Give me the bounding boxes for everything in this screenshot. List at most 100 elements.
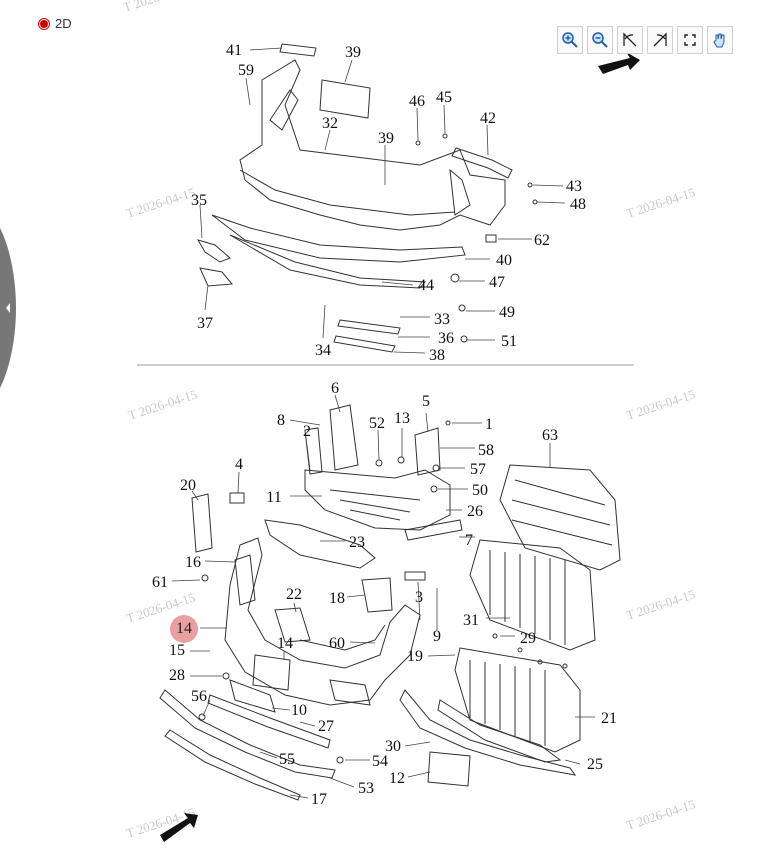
- front-callout-5[interactable]: 5: [422, 393, 430, 410]
- selected-callout-label: 14: [176, 620, 192, 637]
- view-mode-label: 2D: [55, 16, 72, 31]
- pointer-arrow-icon: [598, 52, 640, 74]
- rear-callout-37[interactable]: 37: [197, 315, 213, 332]
- zoom-out-icon: [592, 32, 608, 48]
- front-callout-55[interactable]: 55: [279, 751, 295, 768]
- front-callout-4[interactable]: 4: [235, 456, 243, 473]
- selected-callout-14[interactable]: 14: [170, 615, 198, 643]
- zoom-in-button[interactable]: [557, 26, 583, 54]
- front-callout-13[interactable]: 13: [394, 410, 410, 427]
- front-callout-12[interactable]: 12: [389, 770, 405, 787]
- rear-callout-62[interactable]: 62: [534, 232, 550, 249]
- rotate-left-button[interactable]: [617, 26, 643, 54]
- rotate-right-button[interactable]: [647, 26, 673, 54]
- rear-callout-47[interactable]: 47: [489, 274, 505, 291]
- front-callout-2[interactable]: 2: [303, 423, 311, 440]
- chrome-grille-part: [469, 539, 596, 651]
- front-callout-18[interactable]: 18: [329, 590, 345, 607]
- front-callout-63[interactable]: 63: [542, 427, 558, 444]
- fit-screen-button[interactable]: [677, 26, 703, 54]
- front-callout-50[interactable]: 50: [472, 482, 488, 499]
- side-panel-toggle[interactable]: [0, 228, 18, 388]
- rear-callout-39[interactable]: 39: [378, 130, 394, 147]
- chevron-left-icon: [6, 303, 10, 313]
- watermark-text: T 2026-04-15: [624, 386, 697, 422]
- front-callout-17[interactable]: 17: [311, 791, 327, 808]
- rear-callout-35[interactable]: 35: [191, 192, 207, 209]
- rear-diffuser-part: [211, 214, 466, 263]
- radio-selected-icon[interactable]: [38, 17, 50, 30]
- rear-callout-42[interactable]: 42: [480, 110, 496, 127]
- rear-bumper-assembly: [196, 43, 566, 354]
- front-callout-10[interactable]: 10: [291, 702, 307, 719]
- front-callout-16[interactable]: 16: [185, 554, 201, 571]
- watermark-text: T 2026-04-15: [124, 184, 197, 220]
- front-callout-58[interactable]: 58: [478, 442, 494, 459]
- front-callout-19[interactable]: 19: [407, 648, 423, 665]
- watermark-text: T 2026-04-15: [121, 0, 194, 15]
- front-callout-54[interactable]: 54: [372, 753, 388, 770]
- front-callout-30[interactable]: 30: [385, 738, 401, 755]
- front-callout-6[interactable]: 6: [331, 380, 339, 397]
- watermark-text: T 2026-04-15: [126, 386, 199, 422]
- front-callout-20[interactable]: 20: [180, 477, 196, 494]
- front-callout-9[interactable]: 9: [433, 628, 441, 645]
- front-callout-29[interactable]: 29: [520, 630, 536, 647]
- rear-callout-46[interactable]: 46: [409, 93, 425, 110]
- front-callout-61[interactable]: 61: [152, 574, 168, 591]
- engine-undershield-part: [304, 469, 451, 531]
- rear-callout-45[interactable]: 45: [436, 89, 452, 106]
- rotate-left-icon: [623, 32, 637, 47]
- rear-callout-34[interactable]: 34: [315, 342, 331, 359]
- pointer-arrow-icon: [160, 813, 198, 842]
- zoom-out-button[interactable]: [587, 26, 613, 54]
- rear-callout-49[interactable]: 49: [499, 304, 515, 321]
- rear-callout-38[interactable]: 38: [429, 347, 445, 364]
- front-callout-57[interactable]: 57: [470, 461, 486, 478]
- rear-callout-33[interactable]: 33: [434, 311, 450, 328]
- front-callout-60[interactable]: 60: [329, 635, 345, 652]
- rear-callout-44[interactable]: 44: [418, 277, 434, 294]
- rear-callout-36[interactable]: 36: [438, 330, 454, 347]
- front-callout-25[interactable]: 25: [587, 756, 603, 773]
- front-callout-26[interactable]: 26: [467, 503, 483, 520]
- pan-button[interactable]: [707, 26, 733, 54]
- front-callout-22[interactable]: 22: [286, 586, 302, 603]
- rear-callout-43[interactable]: 43: [566, 178, 582, 195]
- fullscreen-icon: [684, 34, 696, 46]
- front-callout-7[interactable]: 7: [465, 532, 473, 549]
- rear-callout-39[interactable]: 39: [345, 44, 361, 61]
- rear-callout-32[interactable]: 32: [322, 115, 338, 132]
- rear-callout-59[interactable]: 59: [238, 62, 254, 79]
- front-callout-3[interactable]: 3: [415, 589, 423, 606]
- front-callout-27[interactable]: 27: [318, 718, 334, 735]
- rear-callout-40[interactable]: 40: [496, 252, 512, 269]
- rear-callout-41[interactable]: 41: [226, 42, 242, 59]
- front-callout-52[interactable]: 52: [369, 415, 385, 432]
- front-callout-23[interactable]: 23: [349, 534, 365, 551]
- rear-callout-51[interactable]: 51: [501, 333, 517, 350]
- front-callout-8[interactable]: 8: [277, 412, 285, 429]
- front-callout-14[interactable]: 14: [277, 635, 293, 652]
- front-callout-28[interactable]: 28: [169, 667, 185, 684]
- front-callout-15[interactable]: 15: [169, 642, 185, 659]
- lower-grille-part: [454, 647, 581, 753]
- watermark-text: T 2026-04-15: [624, 586, 697, 622]
- zoom-in-icon: [562, 32, 578, 48]
- viewer-toolbar: [557, 26, 733, 54]
- rear-fascia-part: [239, 59, 506, 231]
- front-callout-53[interactable]: 53: [358, 780, 374, 797]
- front-bumper-assembly: [159, 394, 621, 801]
- front-callout-31[interactable]: 31: [463, 612, 479, 629]
- front-callout-11[interactable]: 11: [266, 489, 281, 506]
- watermark-text: T 2026-04-15: [624, 184, 697, 220]
- front-callout-21[interactable]: 21: [601, 710, 617, 727]
- rotate-right-icon: [653, 32, 667, 47]
- view-mode-toggle[interactable]: 2D: [38, 16, 72, 31]
- front-fascia-part: [224, 537, 421, 706]
- front-callout-56[interactable]: 56: [191, 688, 207, 705]
- rear-callout-48[interactable]: 48: [570, 196, 586, 213]
- front-callout-1[interactable]: 1: [485, 416, 493, 433]
